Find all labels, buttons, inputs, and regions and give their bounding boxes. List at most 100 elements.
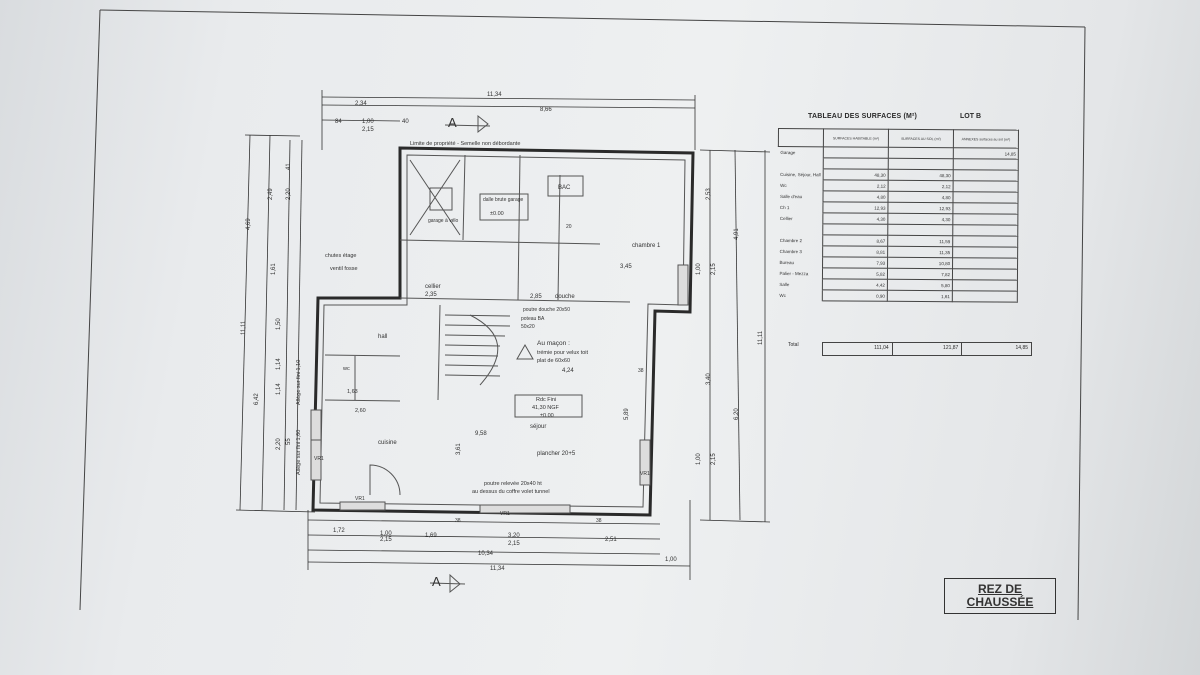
total-habitable: 111,04 (823, 343, 893, 355)
row-habitable (822, 223, 888, 236)
row-room: Cuisine, Séjour, Hall (778, 168, 824, 180)
dim-left-2: 2,49 (268, 188, 274, 200)
dim-right-3: 1,00 (696, 263, 702, 275)
section-mark-top: A (448, 115, 457, 130)
row-sol: 7,82 (887, 268, 953, 280)
label-dim-260: 2,60 (355, 408, 366, 414)
dim-left-8: 1,14 (276, 358, 282, 370)
row-room (778, 157, 824, 169)
note-chutes-1: chutes étage (325, 253, 357, 259)
row-habitable: 4,80 (823, 190, 889, 203)
row-room (777, 223, 823, 235)
surfaces-table-title: TABLEAU DES SURFACES (M²) (808, 113, 918, 120)
label-rdc-level: ±0.00 (540, 413, 554, 419)
dim-left-12: 55 (286, 438, 292, 445)
dim-left-9: 1,14 (276, 383, 282, 395)
row-room: Salle (777, 278, 823, 290)
dim-top-6: 2,15 (362, 127, 374, 133)
window-label-bottom-1: VR1 (355, 496, 365, 502)
label-douche-dim: 2,85 (530, 294, 542, 300)
note-poteau: poteau BA (521, 316, 545, 322)
note-poteau-dim: 50x20 (521, 324, 535, 330)
dim-right-9: 2,15 (711, 453, 717, 465)
dim-left-5: 1,61 (271, 263, 277, 275)
row-sol: 11,59 (887, 235, 953, 247)
row-sol: 48,30 (888, 169, 954, 181)
dim-right-2: 4,91 (734, 228, 740, 240)
row-habitable (823, 157, 889, 170)
row-annexes (953, 191, 1019, 204)
note-poutre-douche: poutre douche 20x50 (523, 307, 570, 313)
row-sol: 4,80 (888, 191, 954, 203)
note-chutes-2: ventil fosse (330, 266, 358, 272)
row-annexes (952, 246, 1018, 259)
dim-bottom-7: 2,51 (605, 537, 617, 543)
dim-right-8: 1,00 (696, 453, 702, 465)
dim-right-7: 6,20 (734, 408, 740, 420)
dim-right-6: 3,40 (706, 373, 712, 385)
dim-bottom-4: 1,69 (425, 533, 437, 539)
dim-left-11: 2,20 (276, 438, 282, 450)
dim-left-4: 41 (286, 163, 292, 170)
row-sol: 2,12 (888, 180, 954, 192)
label-wc-dim: 1,63 (347, 389, 358, 395)
row-sol: 11,35 (887, 246, 953, 258)
row-habitable: 4,42 (822, 278, 888, 291)
label-chambre1-area: 3,45 (620, 264, 632, 270)
dim-bottom-6: 2,15 (508, 541, 520, 547)
dim-bottom-2: 1,00 (380, 531, 392, 537)
dim-right-1: 2,53 (706, 188, 712, 200)
note-tremie: trémie pour velux toit (537, 350, 589, 356)
col-sol: SURFACES AU SOL (m²) (888, 129, 954, 148)
row-sol: 1,61 (887, 290, 953, 302)
row-habitable: 8,67 (822, 234, 888, 247)
note-allege-1: Allège sur fini 1,10 (296, 360, 302, 405)
row-sol (888, 158, 954, 170)
dim-left-3: 2,20 (286, 188, 292, 200)
dim-top-4: 84 (335, 119, 342, 125)
row-room: Wc (777, 289, 823, 301)
note-garage-slab: dalle brute garage (483, 197, 524, 203)
row-room: Garage (778, 146, 824, 158)
label-wc: wc (342, 366, 350, 372)
table-corner (778, 128, 824, 147)
label-chambre1: chambre 1 (632, 243, 661, 249)
row-habitable: 0,90 (822, 289, 888, 302)
label-sejour: séjour (530, 424, 546, 430)
section-mark-bottom: A (432, 574, 441, 589)
note-plat: plat de 60x60 (537, 358, 570, 364)
row-habitable: 7,93 (822, 256, 888, 269)
row-annexes (952, 235, 1018, 248)
dim-top-2: 2,34 (355, 101, 367, 107)
dim-overall-top: 11,34 (487, 92, 502, 98)
label-plancher: plancher 20+5 (537, 451, 576, 457)
total-annexes: 14,85 (1015, 345, 1029, 351)
dim-left-10: 6,42 (254, 393, 260, 405)
wall-thickness-4: 20 (566, 224, 572, 230)
total-label: Total (788, 342, 799, 348)
dim-right-4: 2,15 (711, 263, 717, 275)
row-annexes (952, 268, 1018, 281)
row-annexes (952, 257, 1018, 270)
window-label-right: VR1 (640, 471, 650, 477)
row-habitable: 8,81 (822, 245, 888, 258)
note-garage-level: ±0.00 (490, 211, 504, 217)
row-habitable: 2,12 (823, 179, 889, 192)
row-sol (887, 224, 953, 236)
row-habitable: 4,30 (822, 212, 888, 225)
dim-bottom-3: 2,15 (380, 537, 392, 543)
row-annexes (953, 169, 1019, 182)
label-dim-424: 4,24 (562, 368, 574, 374)
row-annexes (953, 180, 1019, 193)
row-habitable: 5,82 (822, 267, 888, 280)
stamp-line-2: CHAUSSÉE (966, 595, 1034, 609)
dim-top-3: 8,66 (540, 107, 552, 113)
dim-left-6: 11,11 (241, 320, 247, 335)
total-sol: 121,87 (893, 343, 963, 355)
note-allege-2: Allège sur fini 1,60 (296, 430, 302, 475)
row-room: Chambre 2 (777, 234, 823, 246)
row-annexes (952, 202, 1019, 215)
col-annexes: ANNEXES surfaces au sol (m²) (953, 129, 1019, 149)
dim-top-7: 40 (402, 119, 409, 125)
label-douche: douche (555, 294, 575, 300)
